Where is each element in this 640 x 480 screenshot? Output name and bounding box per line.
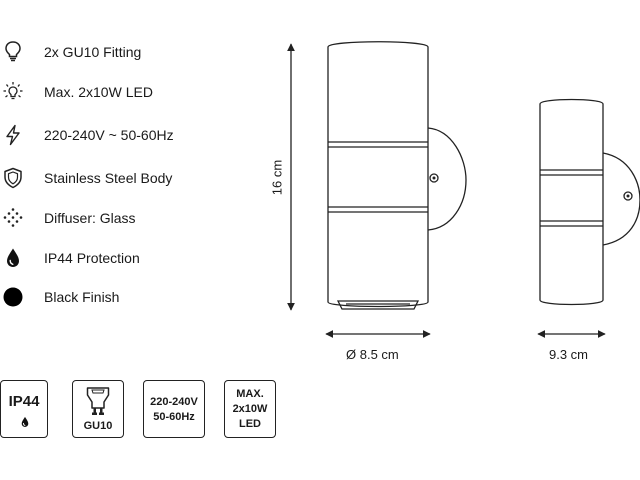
- water-drop-icon: [2, 247, 24, 269]
- bulb-icon: [2, 40, 24, 62]
- ip44-badge: IP44: [0, 380, 48, 438]
- side-view: [539, 98, 640, 306]
- gu10-badge-label: GU10: [83, 420, 113, 432]
- spec-text: IP44 Protection: [44, 250, 140, 266]
- voltage-badge-line2: 50-60Hz: [153, 411, 195, 423]
- water-drop-icon: [19, 415, 31, 427]
- side-mount-screw: [623, 191, 633, 201]
- spec-text: Diffuser: Glass: [44, 210, 136, 226]
- front-mount-plate: [427, 127, 467, 231]
- spec-text: Max. 2x10W LED: [44, 84, 153, 100]
- height-dimension-label: 16 cm: [269, 159, 285, 196]
- diameter-dimension-label: Ø 8.5 cm: [346, 347, 399, 362]
- voltage-badge-line1: 220-240V: [150, 396, 198, 408]
- gu10-badge: GU10: [72, 380, 124, 438]
- ip44-badge-title: IP44: [8, 393, 40, 410]
- gu10-bulb-icon: [86, 386, 110, 416]
- max-badge-line1: MAX.: [236, 388, 264, 400]
- front-bottom-lens: [336, 300, 420, 310]
- front-cylinder-body: [327, 41, 429, 308]
- max-badge-line2: 2x10W: [232, 403, 268, 415]
- depth-dimension-label: 9.3 cm: [549, 347, 589, 362]
- spec-text: Stainless Steel Body: [44, 170, 173, 186]
- diffuser-pattern-icon: [2, 207, 24, 229]
- max-wattage-badge: MAX. 2x10W LED: [224, 380, 276, 438]
- light-rays-icon: [2, 81, 24, 103]
- side-cylinder-body: [539, 98, 604, 306]
- voltage-badge: 220-240V 50-60Hz: [143, 380, 205, 438]
- front-mount-screw: [429, 173, 439, 183]
- spec-text: Black Finish: [44, 289, 120, 305]
- black-circle-icon: [2, 286, 24, 308]
- lightning-icon: [2, 124, 24, 146]
- side-mount-plate: [602, 152, 640, 246]
- shield-icon: [2, 167, 24, 189]
- front-view: [327, 41, 467, 310]
- max-badge-line3: LED: [239, 418, 261, 430]
- spec-text: 2x GU10 Fitting: [44, 44, 142, 60]
- spec-text: 220-240V ~ 50-60Hz: [44, 127, 174, 143]
